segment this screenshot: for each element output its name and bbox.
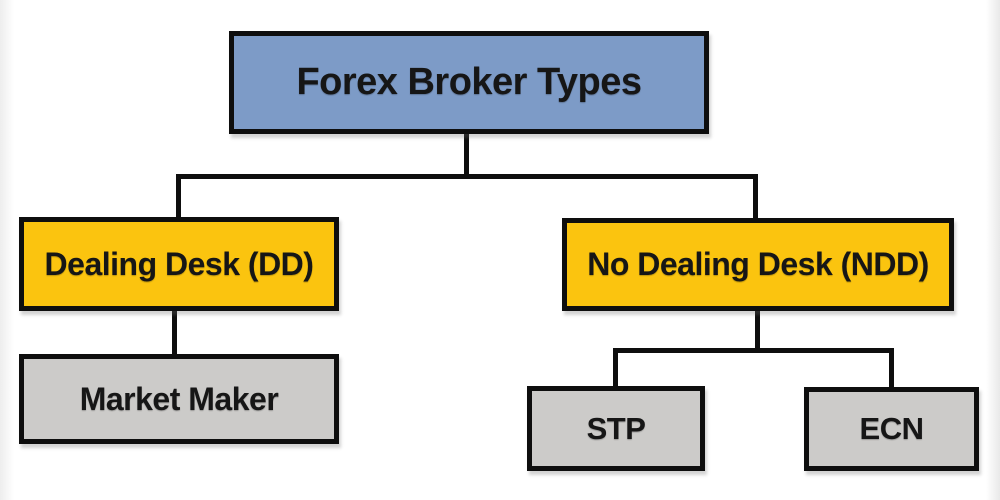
frame-edge-right <box>986 0 1000 500</box>
node-dealing-desk-label: Dealing Desk (DD) <box>44 245 314 282</box>
connector-ndd-stem <box>755 310 760 352</box>
node-ecn: ECN <box>804 387 979 471</box>
node-no-dealing-desk-label: No Dealing Desk (NDD) <box>587 246 929 282</box>
connector-drop-ecn <box>889 348 894 388</box>
connector-level2-rail <box>613 348 894 353</box>
node-market-maker-label: Market Maker <box>79 380 279 417</box>
node-no-dealing-desk: No Dealing Desk (NDD) <box>562 218 954 311</box>
connector-root-stem <box>464 132 469 178</box>
connector-drop-dd <box>176 174 181 218</box>
node-market-maker: Market Maker <box>19 354 339 444</box>
connector-level1-rail <box>176 174 758 179</box>
node-forex-broker-types-label: Forex Broker Types <box>296 61 642 103</box>
node-stp: STP <box>527 386 705 471</box>
connector-dd-marketmaker <box>172 310 177 355</box>
node-dealing-desk: Dealing Desk (DD) <box>19 217 339 311</box>
connector-drop-stp <box>613 348 618 387</box>
connector-drop-ndd <box>753 174 758 219</box>
frame-edge-left <box>0 0 14 500</box>
node-forex-broker-types: Forex Broker Types <box>229 31 709 134</box>
node-ecn-label: ECN <box>859 411 924 446</box>
node-stp-label: STP <box>586 410 646 446</box>
